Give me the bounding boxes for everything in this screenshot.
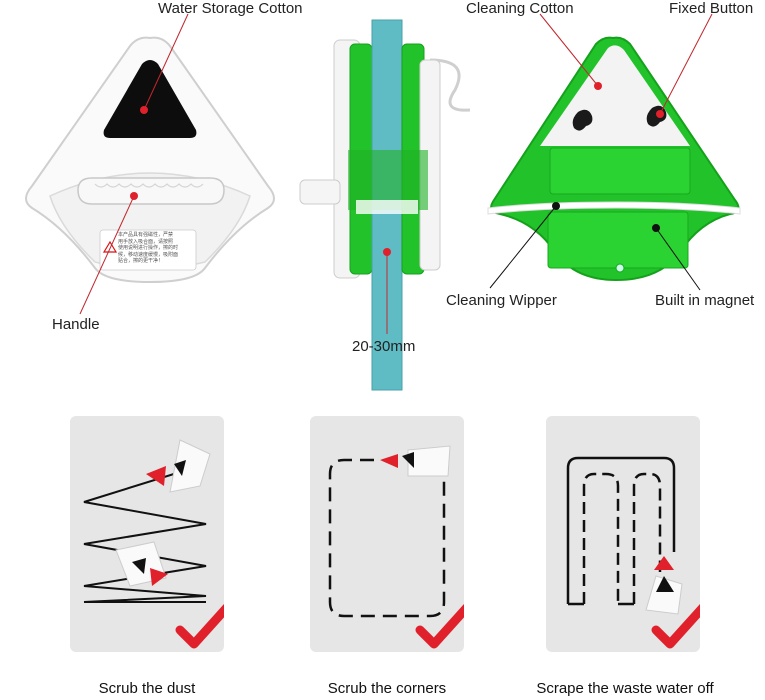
- built-in-magnet: [547, 211, 689, 269]
- serpentine-path: [566, 456, 700, 649]
- step-panel-scrape-water: [546, 416, 700, 652]
- label-built-in-magnet: Built in magnet: [655, 292, 755, 309]
- mini-device: [115, 541, 168, 587]
- side-view: [299, 19, 471, 391]
- water-storage-cotton-triangle: [103, 60, 197, 138]
- zigzag-path: [83, 439, 224, 649]
- corner-path: [328, 445, 464, 649]
- label-water-storage-cotton: Water Storage Cotton: [158, 0, 303, 17]
- fixed-button-left: [572, 109, 593, 131]
- handle: [77, 177, 225, 205]
- label-cleaning-cotton: Cleaning Cotton: [466, 0, 574, 17]
- warning-line: 使用说明进行操作，擦的时: [118, 245, 179, 251]
- mini-device: [645, 556, 683, 615]
- warning-line: 本产品具有强磁性，严禁: [118, 232, 174, 238]
- warning-line: 用手放入吸合面，请按照: [118, 238, 174, 245]
- pointer-lines: [79, 13, 713, 334]
- checkmark-icon: [415, 603, 464, 649]
- label-fixed-button: Fixed Button: [669, 0, 754, 17]
- cleaning-wiper: [487, 201, 741, 215]
- label-handle: Handle: [52, 316, 100, 333]
- warning-line: 候，移动速度缓慢，吸附面: [118, 251, 179, 258]
- step-panel-scrub-dust: [70, 416, 224, 652]
- checkmark-icon: [651, 603, 700, 649]
- warning-line: 贴合，擦的更干净！: [118, 258, 164, 264]
- label-thickness: 20-30mm: [352, 338, 416, 355]
- step-panel-scrub-corners: [310, 416, 464, 652]
- warning-label: 本产品具有强磁性，严禁 用手放入吸合面，请按照 使用说明进行操作，擦的时 候，移…: [118, 232, 196, 265]
- caption-scrub-corners: Scrub the corners: [327, 680, 447, 697]
- checkmark-icon: [175, 603, 224, 649]
- caption-scrub-dust: Scrub the dust: [98, 680, 196, 697]
- mini-device: [380, 445, 451, 477]
- label-cleaning-wiper: Cleaning Wipper: [446, 292, 557, 309]
- caption-scrape-water: Scrape the waste water off: [536, 680, 714, 697]
- outer-unit-front: [25, 36, 275, 284]
- mini-device: [146, 439, 211, 493]
